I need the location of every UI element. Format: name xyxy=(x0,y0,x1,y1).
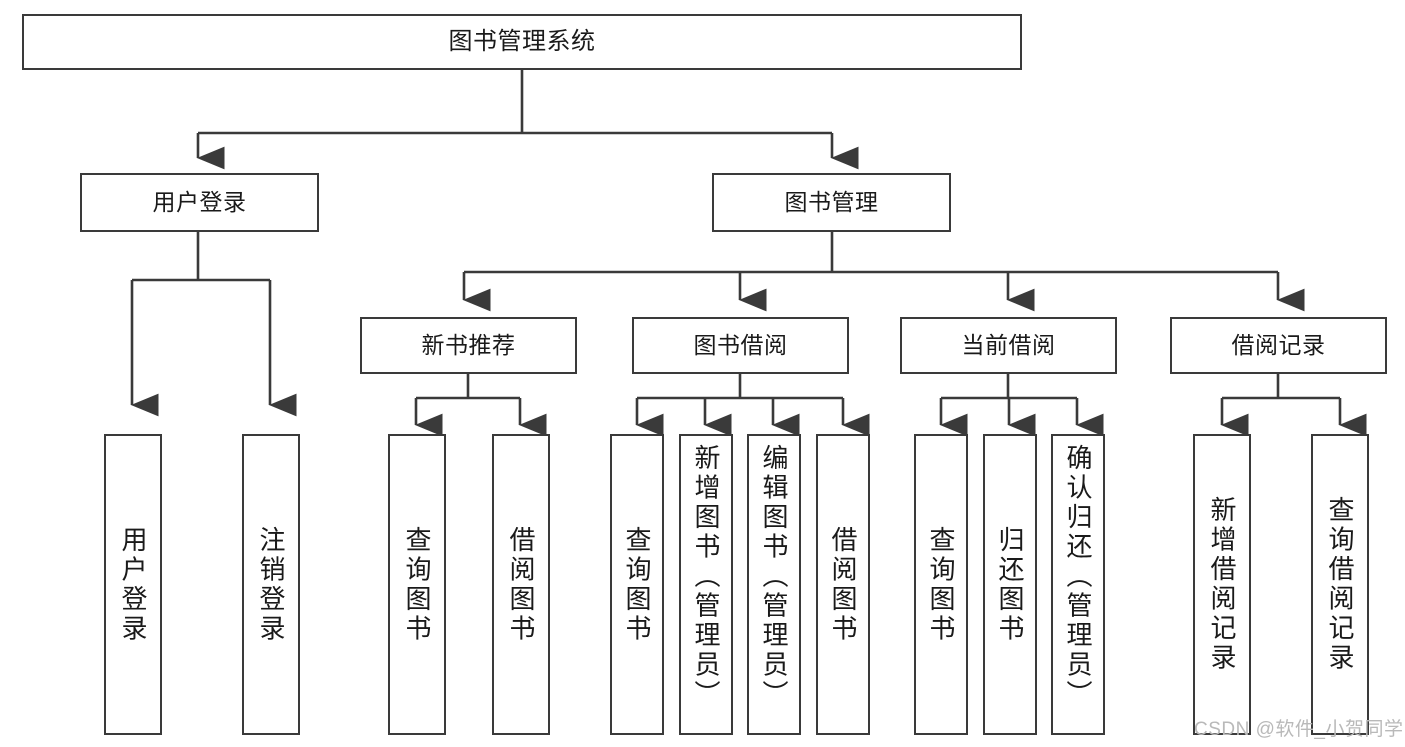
node-label: 借阅图书 xyxy=(828,525,858,644)
node-label: 查询图书 xyxy=(402,525,432,644)
leaf-user-logout[interactable]: 注销登录 xyxy=(242,434,300,735)
node-label: 新增借阅记录 xyxy=(1207,496,1237,673)
node-current-borrow[interactable]: 当前借阅 xyxy=(900,317,1117,374)
node-user-login[interactable]: 用户登录 xyxy=(80,173,319,232)
node-label: 图书管理 xyxy=(784,188,879,215)
leaf-current-return-book[interactable]: 归还图书 xyxy=(983,434,1037,735)
leaf-recommend-borrow-book[interactable]: 借阅图书 xyxy=(492,434,550,735)
leaf-current-query-book[interactable]: 查询图书 xyxy=(914,434,968,735)
node-root-book-management-system[interactable]: 图书管理系统 xyxy=(22,14,1022,70)
csdn-watermark: CSDN @软件_小贺同学 xyxy=(1194,719,1404,740)
leaf-current-confirm-return-admin[interactable]: 确认归还（管理员） xyxy=(1051,434,1105,735)
leaf-borrow-add-book-admin[interactable]: 新增图书（管理员） xyxy=(679,434,733,735)
node-label: 编辑图书（管理员） xyxy=(759,444,789,710)
node-label: 归还图书 xyxy=(995,525,1025,644)
leaf-record-add-borrow-record[interactable]: 新增借阅记录 xyxy=(1193,434,1251,735)
node-label: 借阅记录 xyxy=(1231,331,1326,358)
node-label: 确认归还（管理员） xyxy=(1063,444,1093,710)
leaf-recommend-query-book[interactable]: 查询图书 xyxy=(388,434,446,735)
leaf-borrow-borrow-book[interactable]: 借阅图书 xyxy=(816,434,870,735)
node-label: 查询借阅记录 xyxy=(1325,496,1355,673)
node-book-borrow[interactable]: 图书借阅 xyxy=(632,317,849,374)
leaf-record-query-borrow-record[interactable]: 查询借阅记录 xyxy=(1311,434,1369,735)
leaf-user-login[interactable]: 用户登录 xyxy=(104,434,162,735)
node-label: 图书借阅 xyxy=(693,331,788,358)
node-book-management[interactable]: 图书管理 xyxy=(712,173,951,232)
node-label: 注销登录 xyxy=(256,525,286,644)
node-label: 图书管理系统 xyxy=(448,27,596,55)
node-label: 新书推荐 xyxy=(421,331,516,358)
node-label: 用户登录 xyxy=(152,188,247,215)
node-label: 查询图书 xyxy=(926,525,956,644)
leaf-borrow-query-book[interactable]: 查询图书 xyxy=(610,434,664,735)
node-borrow-record[interactable]: 借阅记录 xyxy=(1170,317,1387,374)
node-label: 新增图书（管理员） xyxy=(691,444,721,710)
node-label: 用户登录 xyxy=(118,525,148,644)
node-new-book-recommend[interactable]: 新书推荐 xyxy=(360,317,577,374)
node-label: 查询图书 xyxy=(622,525,652,644)
node-label: 当前借阅 xyxy=(961,331,1056,358)
leaf-borrow-edit-book-admin[interactable]: 编辑图书（管理员） xyxy=(747,434,801,735)
node-label: 借阅图书 xyxy=(506,525,536,644)
